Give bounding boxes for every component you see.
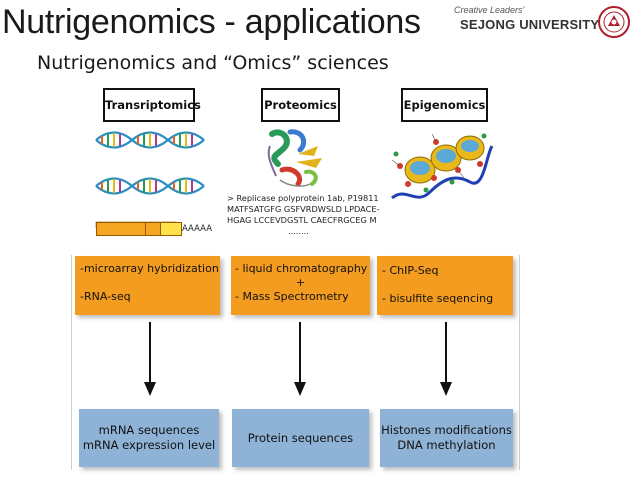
result-box-transcriptomics: mRNA sequences mRNA expression level	[79, 409, 219, 467]
protein-sequence-line: ........	[288, 226, 309, 236]
method-item: - liquid chromatography	[235, 262, 368, 275]
nucleosome-icon	[391, 133, 494, 200]
result-box-epigenomics: Histones modifications DNA methylation	[380, 409, 513, 467]
methods-box-transcriptomics: -microarray hybridization -RNA-seq	[75, 256, 220, 315]
header-transcriptomics: Transriptomics	[103, 88, 201, 122]
university-logo: Creative Leaders' SEJONG UNIVERSITY	[446, 3, 636, 43]
slide-title: Nutrigenomics - applications	[2, 3, 421, 41]
down-arrow-icon	[294, 322, 306, 396]
result-box-proteomics: Protein sequences	[232, 409, 369, 467]
rna-helix-icon	[95, 131, 205, 228]
methods-box-epigenomics: - ChIP-Seq - bisulfite seqencing	[377, 256, 513, 315]
divider	[519, 255, 520, 470]
method-item: -microarray hybridization	[80, 262, 219, 275]
methods-box-proteomics: - liquid chromatography + - Mass Spectro…	[231, 256, 370, 315]
poly-a-label: AAAAA	[182, 224, 213, 234]
method-item: -RNA-seq	[80, 290, 131, 303]
method-item: +	[295, 276, 306, 289]
protein-sequence-line: HGAG LCCEVDGSTL CAECFRGCEG M	[227, 215, 377, 225]
down-arrow-icon	[144, 322, 156, 396]
mrna-sequence-bar	[96, 222, 146, 236]
logo-tagline: Creative Leaders'	[454, 5, 525, 15]
mrna-sequence-bar	[145, 222, 161, 236]
protein-sequence-line: > Replicase polyprotein 1ab, P19811	[227, 193, 379, 203]
header-epigenomics: Epigenomics	[401, 88, 488, 122]
university-seal-icon	[598, 6, 630, 38]
divider	[71, 255, 72, 470]
mrna-sequence-bar	[160, 222, 182, 236]
protein-structure-icon	[267, 129, 322, 187]
slide-subtitle: Nutrigenomics and “Omics” sciences	[37, 52, 389, 74]
down-arrow-icon	[440, 322, 452, 396]
method-item: - ChIP-Seq	[382, 264, 439, 277]
method-item: - bisulfite seqencing	[382, 292, 494, 305]
header-proteomics: Proteomics	[261, 88, 340, 122]
protein-sequence-line: MATFSATGFG GSFVRDWSLD LPDACE-	[227, 204, 380, 214]
logo-university-name: SEJONG UNIVERSITY	[460, 17, 600, 32]
method-item: - Mass Spectrometry	[235, 290, 349, 303]
